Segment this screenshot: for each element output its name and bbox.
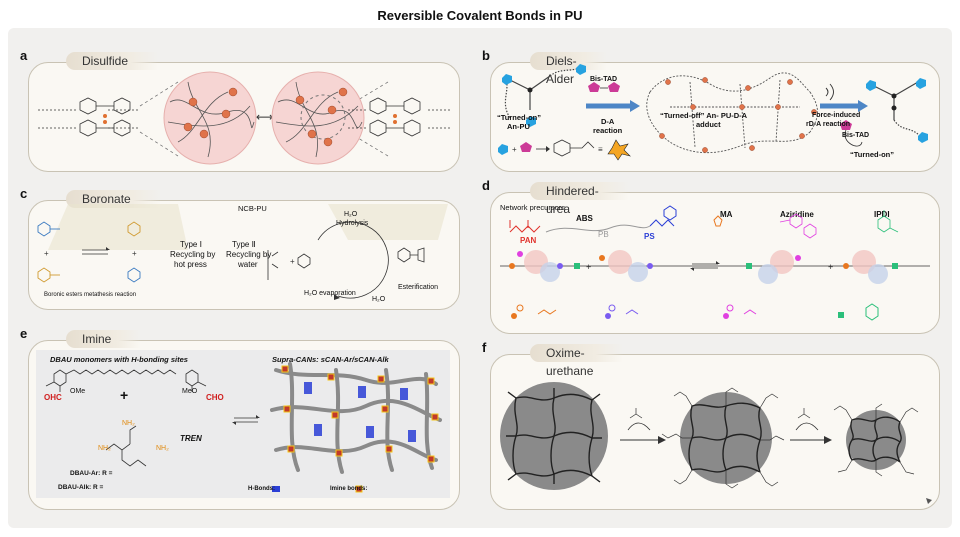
- an-pu-label: An-PU: [507, 122, 530, 131]
- anthracene-hex-3: [526, 116, 536, 127]
- type1-desc-line2: hot press: [174, 260, 207, 269]
- svg-text:≡: ≡: [598, 145, 603, 154]
- h2o-evaporation-label: H₂O evaporation: [304, 290, 356, 297]
- nh2-left-label: NH₂: [98, 445, 111, 452]
- adduct-label: adduct: [696, 120, 721, 129]
- panel-e-tab: Imine: [66, 330, 142, 348]
- turned-off-label: “Turned-off” An- PU-D-A: [660, 111, 748, 120]
- panel-b-tab: Diels-Alder: [530, 52, 607, 86]
- dbau-ar-label: DBAU-Ar: R =: [70, 470, 113, 477]
- diels-alder-illustration: + ≡: [498, 64, 928, 161]
- ps-label: PS: [644, 232, 655, 241]
- panel-a-letter: a: [20, 48, 28, 63]
- ome-left-label: OMe: [70, 388, 86, 395]
- disulfide-illustration: ⟷: [38, 71, 450, 165]
- panel-b-letter: b: [482, 48, 490, 63]
- panel-c-letter: c: [20, 186, 28, 201]
- svg-text:+: +: [290, 257, 295, 266]
- panel-e-letter: e: [20, 326, 28, 341]
- boronate-illustration: + + +: [37, 204, 448, 300]
- ipdi-label: IPDI: [874, 210, 890, 219]
- svg-text:+: +: [512, 145, 517, 154]
- cho-left-label: OHC: [44, 393, 62, 402]
- type2-desc-line2: water: [238, 260, 258, 269]
- oxime-urethane-illustration: [500, 382, 932, 504]
- svg-text:+: +: [44, 249, 49, 258]
- svg-text:+: +: [132, 249, 137, 258]
- figure-title: Reversible Covalent Bonds in PU: [377, 8, 583, 23]
- pb-label: PB: [598, 230, 609, 239]
- panel-f-tab: Oxime-urethane: [530, 344, 624, 378]
- bis-tad-label-left: Bis-TAD: [590, 76, 618, 83]
- nh2-right-label: NH₂: [156, 445, 169, 452]
- turned-on-label-left: “Turned-on”: [497, 113, 542, 122]
- panel-f-letter: f: [482, 340, 487, 355]
- h2o-top-label: H₂O: [344, 211, 358, 218]
- panel-a-tab: Disulfide: [66, 52, 159, 70]
- metathesis-label: Boronic esters metathesis reaction: [44, 292, 137, 298]
- panel-d-letter: d: [482, 178, 490, 193]
- type2-desc-line1: Recycling by: [226, 250, 272, 259]
- svg-text:+: +: [586, 262, 591, 272]
- svg-text:⟷: ⟷: [256, 110, 273, 124]
- da-reaction-label: D-A: [601, 117, 615, 126]
- svg-text:+: +: [120, 387, 128, 403]
- anthracene-hex-1: [502, 74, 512, 85]
- type1-label: Type Ⅰ: [180, 240, 202, 249]
- panel-b-card: [490, 62, 940, 172]
- svg-text:+: +: [828, 262, 833, 272]
- cho-right-label: CHO: [206, 393, 224, 402]
- meo-right-label: MeO: [182, 388, 198, 395]
- hindered-urea-illustration: + +: [500, 205, 930, 321]
- bis-tad-label-right: Bis-TAD: [842, 132, 870, 139]
- pan-label: PAN: [520, 236, 537, 245]
- network-precursors-label: Network precursors: [500, 203, 566, 212]
- turned-on-label-right: “Turned-on”: [850, 150, 895, 159]
- anthracene-hex-2: [576, 64, 586, 75]
- panel-c-tab: Boronate: [66, 190, 161, 208]
- panel-d-tab: Hindered-urea: [530, 182, 629, 216]
- supra-cans-title: Supra-CANs: sCAN-Ar/sCAN-Alk: [272, 355, 389, 364]
- type2-label: Type Ⅱ: [232, 240, 256, 249]
- dbau-title: DBAU monomers with H-bonding sites: [50, 355, 188, 364]
- imine-inner-box: [36, 350, 450, 498]
- hydrolysis-label: Hydrolysis: [336, 220, 369, 227]
- imine-illustration: +: [45, 362, 442, 493]
- hbonds-label: H-Bonds:: [248, 486, 275, 492]
- abs-label: ABS: [576, 214, 593, 223]
- h2o-bottom-label: H₂O: [372, 296, 386, 303]
- imine-bonds-label: Imine bonds:: [330, 486, 368, 492]
- nh2-top-label: NH₂: [122, 420, 135, 427]
- tren-label: TREN: [180, 434, 202, 443]
- esterification-label: Esterification: [398, 284, 439, 291]
- force-induced-label: Force-induced: [812, 112, 861, 119]
- ma-label: MA: [720, 210, 733, 219]
- rda-reaction-label: rD-A reaction: [806, 121, 851, 128]
- type1-desc-line1: Recycling by: [170, 250, 216, 259]
- da-reaction-label-2: reaction: [593, 126, 623, 135]
- ncb-pu-label: NCB-PU: [238, 204, 267, 213]
- disulfide-left-structure: [38, 97, 138, 137]
- dbau-alk-label: DBAU-Alk: R =: [58, 484, 104, 491]
